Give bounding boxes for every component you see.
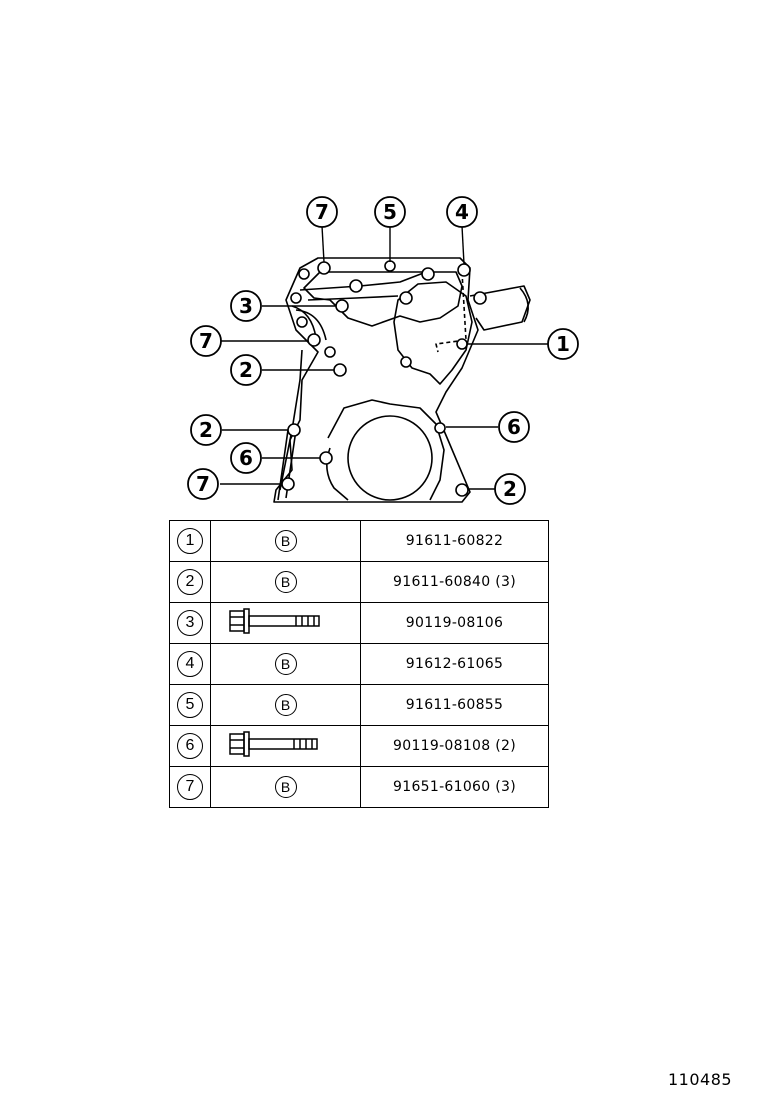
callout-label: 3 xyxy=(239,294,253,318)
index-circle: 5 xyxy=(177,692,203,718)
callout-circle xyxy=(190,414,222,446)
table-row: 4 B 91612-61065 xyxy=(169,643,549,685)
callout-circle xyxy=(547,328,579,360)
row-index-cell: 6 xyxy=(169,725,211,767)
row-index-cell: 4 xyxy=(169,643,211,685)
callout-label: 2 xyxy=(199,418,213,442)
bolt-holes xyxy=(281,260,487,497)
bolt-short-icon xyxy=(228,607,320,634)
row-symbol-cell: B xyxy=(210,561,361,603)
row-index-cell: 1 xyxy=(169,520,211,562)
symbol-b-circle: B xyxy=(274,776,297,798)
index-circle: 4 xyxy=(177,651,203,677)
callout-7: 2 xyxy=(230,354,262,386)
index-circle: 6 xyxy=(177,733,203,759)
index-circle: 7 xyxy=(177,774,203,800)
callout-circle xyxy=(187,468,219,500)
callout-10: 6 xyxy=(230,442,262,474)
callout-4: 3 xyxy=(230,290,262,322)
index-circle: 1 xyxy=(177,528,203,554)
callout-circle xyxy=(190,325,222,357)
callout-3: 4 xyxy=(446,196,478,228)
symbol-b-circle: B xyxy=(274,530,297,552)
callout-circle xyxy=(306,196,338,228)
part-number-cell: 91612-61065 xyxy=(360,643,549,685)
row-symbol-cell: B xyxy=(210,766,361,808)
callout-label: 7 xyxy=(199,329,213,353)
callout-label: 6 xyxy=(239,446,253,470)
row-index-cell: 5 xyxy=(169,684,211,726)
callout-9: 6 xyxy=(498,411,530,443)
callout-circle xyxy=(494,473,526,505)
row-index-cell: 7 xyxy=(169,766,211,808)
bolt-long-icon xyxy=(228,730,318,757)
timing-cover-diagram: 7 5 4 3 7 1 2 2 6 6 7 2 xyxy=(187,196,579,505)
row-symbol-cell: B xyxy=(210,520,361,562)
index-circle: 2 xyxy=(177,569,203,595)
callout-label: 1 xyxy=(556,332,570,356)
table-row: 3 90119-08106 xyxy=(169,602,549,644)
row-symbol-cell xyxy=(210,725,361,767)
callout-group: 7 5 4 3 7 1 2 2 6 6 7 2 xyxy=(187,196,579,505)
row-index-cell: 2 xyxy=(169,561,211,603)
callout-8: 2 xyxy=(190,414,222,446)
callout-label: 2 xyxy=(239,358,253,382)
part-number-cell: 91611-60840 (3) xyxy=(360,561,549,603)
document-number: 110485 xyxy=(668,1070,733,1089)
part-number-cell: 90119-08106 xyxy=(360,602,549,644)
row-symbol-cell: B xyxy=(210,684,361,726)
callout-1: 7 xyxy=(306,196,338,228)
callout-label: 7 xyxy=(196,472,210,496)
symbol-b-circle: B xyxy=(274,653,297,675)
callout-circle xyxy=(230,354,262,386)
table-row: 6 90119-08108 (2) xyxy=(169,725,549,767)
symbol-b-circle: B xyxy=(274,571,297,593)
part-number-cell: 91651-61060 (3) xyxy=(360,766,549,808)
callout-label: 4 xyxy=(455,200,469,224)
callout-circle xyxy=(374,196,406,228)
callout-label: 6 xyxy=(507,415,521,439)
table-row: 5 B 91611-60855 xyxy=(169,684,549,726)
leader-lines xyxy=(220,225,548,490)
callout-circle xyxy=(230,290,262,322)
part-number-cell: 91611-60822 xyxy=(360,520,549,562)
callout-label: 2 xyxy=(503,477,517,501)
part-number-cell: 90119-08108 (2) xyxy=(360,725,549,767)
callout-5: 7 xyxy=(190,325,222,357)
callout-12: 2 xyxy=(494,473,526,505)
table-row: 1 B 91611-60822 xyxy=(169,520,549,562)
part-number-cell: 91611-60855 xyxy=(360,684,549,726)
callout-label: 7 xyxy=(315,200,329,224)
symbol-b-circle: B xyxy=(274,694,297,716)
callout-circle xyxy=(446,196,478,228)
table-row: 2 B 91611-60840 (3) xyxy=(169,561,549,603)
callout-circle xyxy=(230,442,262,474)
row-symbol-cell xyxy=(210,602,361,644)
callout-2: 5 xyxy=(374,196,406,228)
index-circle: 3 xyxy=(177,610,203,636)
row-index-cell: 3 xyxy=(169,602,211,644)
callout-11: 7 xyxy=(187,468,219,500)
table-row: 7 B 91651-61060 (3) xyxy=(169,766,549,808)
callout-label: 5 xyxy=(383,200,397,224)
row-symbol-cell: B xyxy=(210,643,361,685)
callout-6: 1 xyxy=(547,328,579,360)
callout-circle xyxy=(498,411,530,443)
